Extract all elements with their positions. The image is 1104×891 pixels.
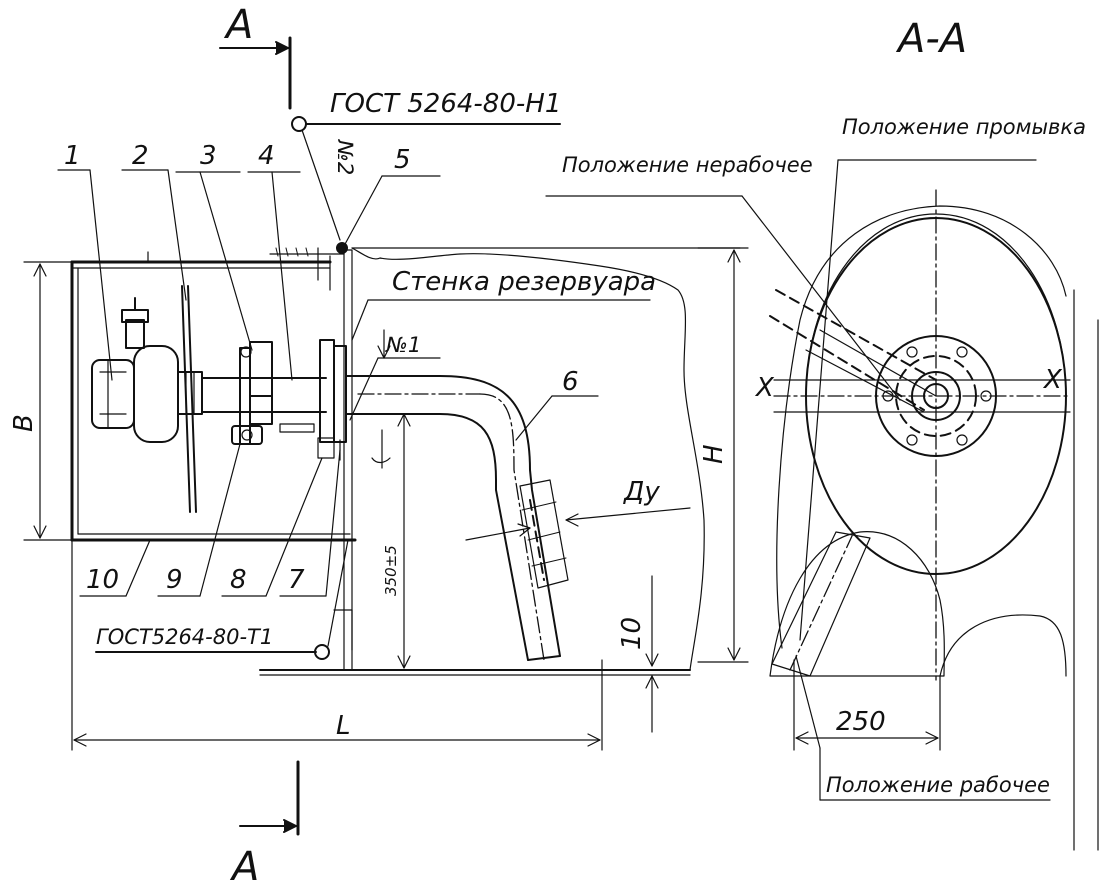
callout-1: 1 — [64, 141, 81, 171]
dim-Dy-group: Ду — [465, 477, 691, 541]
dim-250: 250 — [836, 707, 886, 737]
wall-label: Стенка резервуара — [392, 267, 656, 297]
dim-Dy: Ду — [623, 477, 660, 507]
callout-6: 6 — [562, 367, 579, 397]
dim-10-group: 10 — [617, 575, 659, 733]
callout-6-leader: 6 — [515, 367, 599, 441]
section-title: А-А — [895, 16, 967, 62]
dim-10: 10 — [617, 617, 647, 650]
callout-4: 4 — [258, 141, 275, 171]
weld-2-label: №2 — [333, 139, 357, 175]
callout-5: 5 — [394, 145, 411, 175]
weld-note-bottom: ГОСТ5264-80-Т1 — [95, 539, 349, 660]
dim-350: 350±5 — [382, 545, 400, 596]
pipe-assembly — [201, 339, 381, 461]
handle-rod — [181, 285, 197, 513]
gost-top-label: ГОСТ 5264-80-Н1 — [330, 89, 561, 119]
wall-label-group: Стенка резервуара — [351, 267, 656, 341]
weld-note-top: ГОСТ 5264-80-Н1 №2 — [291, 89, 561, 241]
callout-leaders-top: 1 2 3 4 5 — [57, 141, 441, 381]
section-mark-bottom: A — [229, 844, 259, 890]
axis-x-left: X — [754, 373, 775, 403]
dim-H-group: Н — [697, 247, 749, 663]
dim-H: Н — [699, 444, 729, 464]
section-cut-top: A — [219, 2, 292, 110]
pos-flush-line1: Положение промывка — [842, 115, 1086, 139]
dim-L: L — [336, 711, 351, 741]
section-cut-bottom: A — [229, 760, 300, 890]
dim-L-group: L — [71, 539, 603, 751]
position-labels: Положение промывка Положение нерабочее П… — [545, 115, 1086, 801]
callout-leaders-bottom: 10 9 8 7 — [79, 443, 341, 597]
bent-pipe — [357, 375, 569, 661]
tank-wall — [259, 242, 741, 676]
pos-work-label: Положение рабочее — [826, 773, 1050, 797]
tank-break-line — [351, 247, 705, 671]
callout-2: 2 — [132, 141, 149, 171]
section-mark-top: A — [223, 2, 253, 48]
callout-10: 10 — [86, 565, 119, 595]
axis-x-right: X — [1042, 365, 1063, 395]
weld-1-label: №1 — [385, 333, 421, 357]
weld-1-note: №1 — [349, 333, 441, 469]
callout-3: 3 — [200, 141, 217, 171]
dim-B: В — [9, 414, 39, 432]
dim-250-group: 250 — [793, 659, 941, 751]
gost-bottom-label: ГОСТ5264-80-Т1 — [96, 625, 273, 649]
housing-box: В — [9, 251, 357, 542]
callout-7: 7 — [288, 565, 305, 595]
dim-350-group: 350±5 — [377, 329, 411, 669]
pos-idle-label: Положение нерабочее — [562, 153, 813, 177]
section-view: X X — [754, 189, 1099, 851]
callout-8: 8 — [230, 565, 247, 595]
callout-9: 9 — [166, 565, 183, 595]
